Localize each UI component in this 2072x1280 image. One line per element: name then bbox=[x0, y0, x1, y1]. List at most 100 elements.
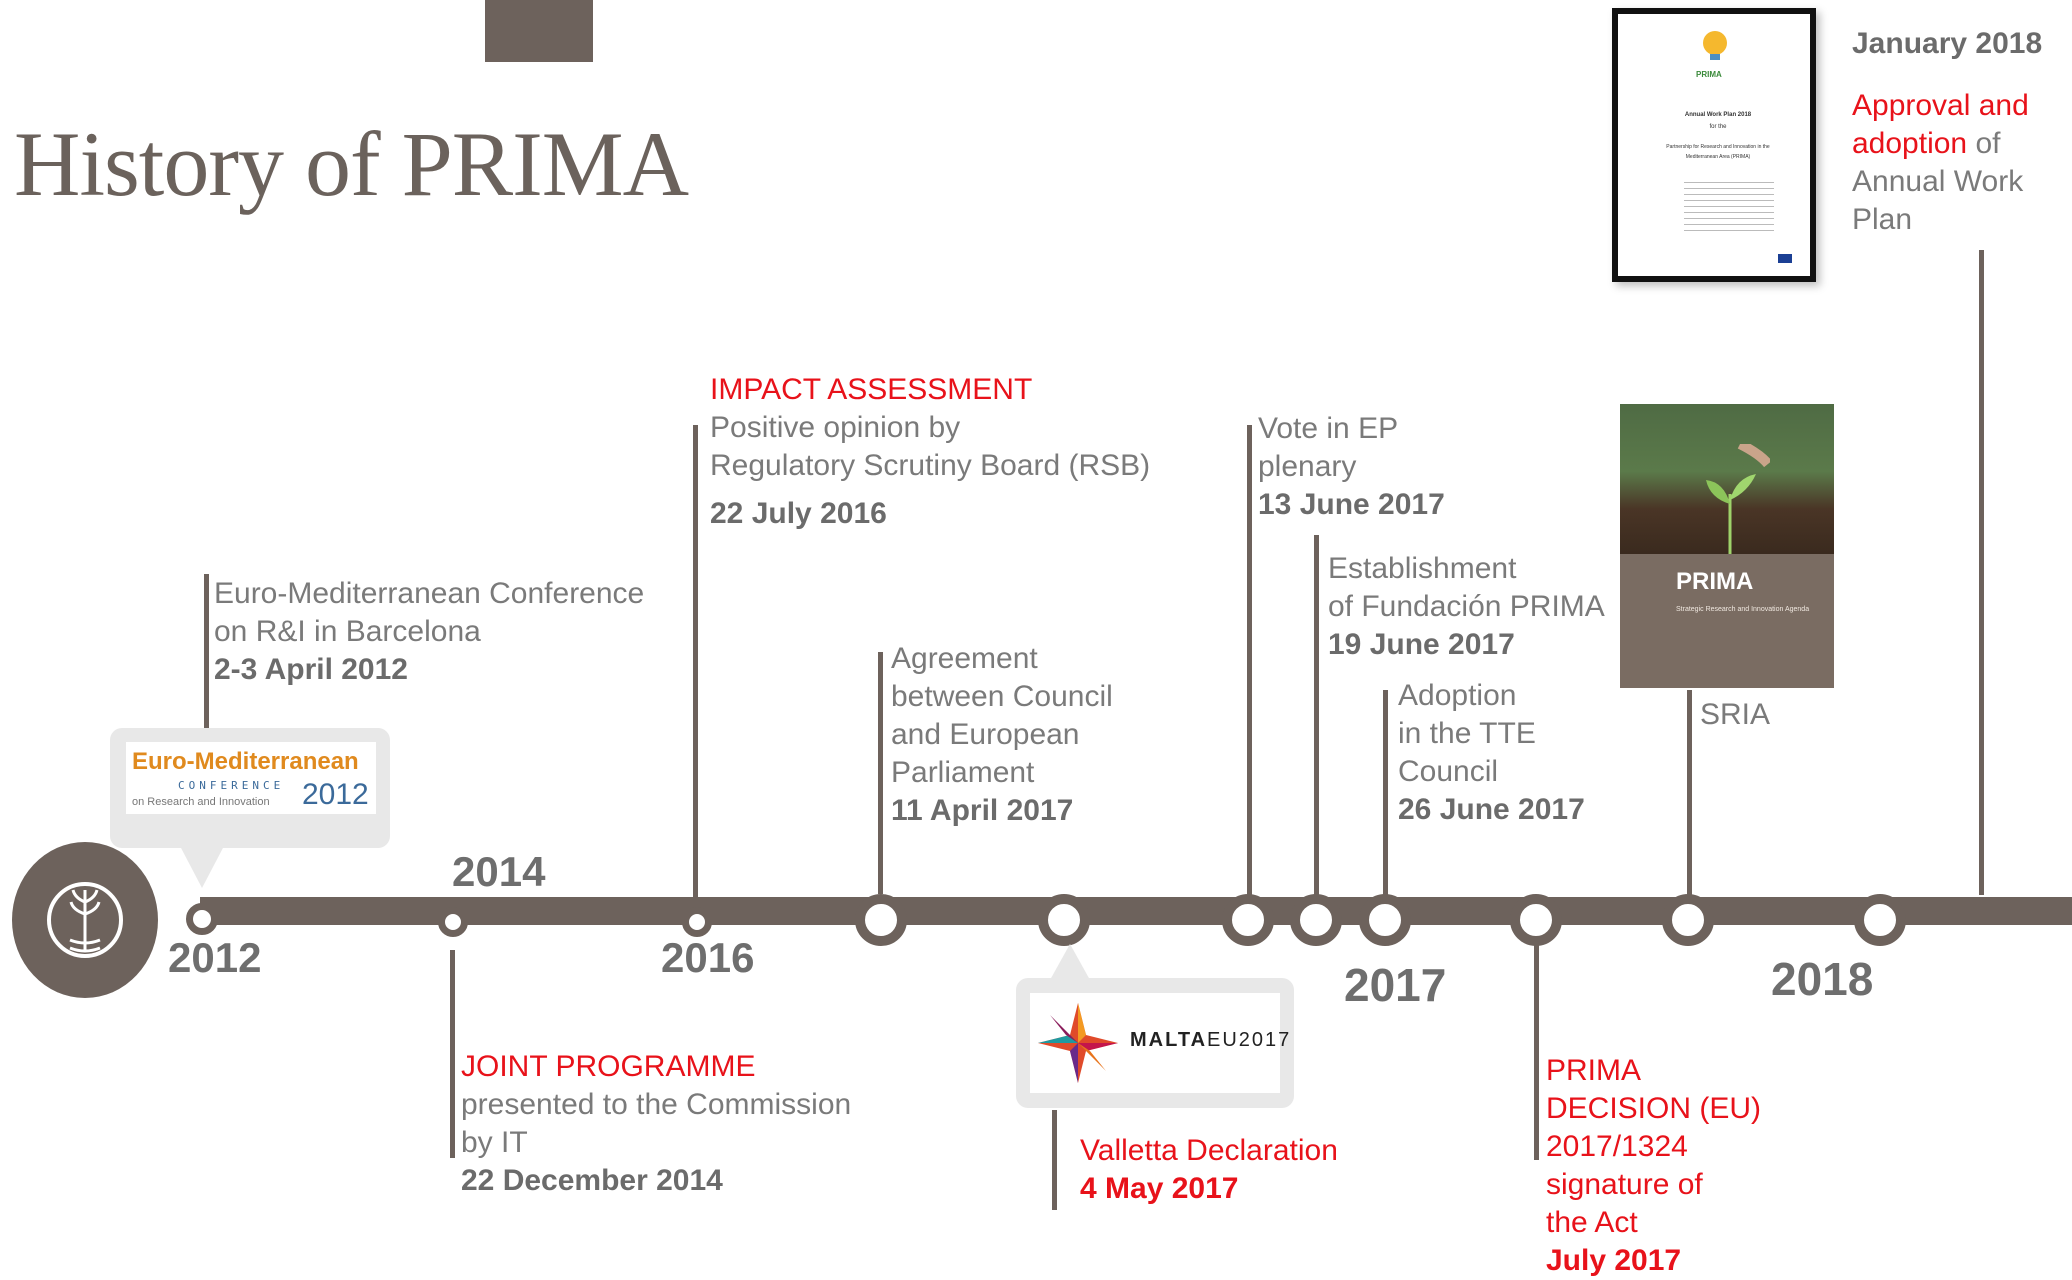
sria-cover-name: PRIMA bbox=[1676, 568, 1754, 595]
timeline-node-2014 bbox=[438, 907, 468, 937]
sria-cover-image: PRIMA Strategic Research and Innovation … bbox=[1620, 404, 1834, 688]
event-impact-line1: Positive opinion by bbox=[710, 411, 961, 444]
year-label-2012: 2012 bbox=[168, 934, 262, 981]
event-agreement-line4: Parliament bbox=[891, 756, 1035, 789]
sria-cover-photo bbox=[1620, 404, 1834, 554]
event-agreement: Agreement between Council and European P… bbox=[891, 640, 1113, 830]
event-workplan-line2: adoption of bbox=[1852, 125, 2042, 163]
event-establishment-date: 19 June 2017 bbox=[1328, 628, 1515, 661]
event-adoption-line3: Council bbox=[1398, 755, 1499, 788]
event-workplan-date: January 2018 bbox=[1852, 27, 2043, 60]
event-establishment-line1: Establishment bbox=[1328, 552, 1517, 585]
conference-logo-year: 2012 bbox=[302, 778, 369, 811]
event-agreement-line1: Agreement bbox=[891, 642, 1038, 675]
event-adoption-line1: Adoption bbox=[1398, 679, 1517, 712]
timeline-node-agreement bbox=[855, 894, 907, 946]
event-joint-line2: by IT bbox=[461, 1126, 528, 1159]
timeline-node-establishment bbox=[1290, 894, 1342, 946]
malta-logo: MALTAEU2017 bbox=[1030, 993, 1289, 1093]
event-impact-heading: IMPACT ASSESSMENT bbox=[710, 373, 1033, 406]
event-decision-line1: PRIMA bbox=[1546, 1054, 1642, 1087]
event-agreement-line3: and European bbox=[891, 718, 1080, 751]
timeline-node-2016 bbox=[682, 907, 712, 937]
event-decision-line5: the Act bbox=[1546, 1206, 1638, 1239]
conference-logo: Euro-Mediterranean CONFERENCE on Researc… bbox=[126, 742, 376, 814]
doc-cover-l4: Mediterranean Area (PRIMA) bbox=[1685, 154, 1751, 160]
event-joint-line1: presented to the Commission bbox=[461, 1088, 852, 1121]
connector-vote bbox=[1247, 425, 1252, 895]
timeline-node-adoption bbox=[1359, 894, 1411, 946]
malta-logo-text: MALTAEU2017 bbox=[1130, 1029, 1291, 1052]
event-decision-line2: DECISION (EU) bbox=[1546, 1092, 1762, 1125]
event-establishment-line2: of Fundación PRIMA bbox=[1328, 590, 1605, 623]
event-barcelona-line2: on R&I in Barcelona bbox=[214, 615, 481, 648]
event-valletta-date: 4 May 2017 bbox=[1080, 1172, 1239, 1205]
malta-logo-rest: EU2017 bbox=[1207, 1029, 1292, 1051]
conference-logo-line1: Euro-Mediterranean bbox=[132, 748, 359, 775]
connector-barcelona bbox=[204, 574, 209, 729]
connector-valletta bbox=[1052, 1110, 1057, 1210]
connector-workplan bbox=[1979, 250, 1984, 895]
doc-cover-l2: for the bbox=[1709, 124, 1727, 130]
sria-cover-sub: Strategic Research and Innovation Agenda bbox=[1676, 606, 1810, 613]
malta-callout-pointer bbox=[1050, 944, 1090, 980]
doc-cover-l3: Partnership for Research and Innovation … bbox=[1666, 144, 1770, 150]
event-joint-heading: JOINT PROGRAMME bbox=[461, 1050, 756, 1083]
timeline-bar bbox=[200, 897, 2072, 925]
timeline-node-2018 bbox=[1854, 894, 1906, 946]
event-valletta-heading: Valletta Declaration bbox=[1080, 1134, 1338, 1167]
event-impact-assessment: IMPACT ASSESSMENT Positive opinion by Re… bbox=[710, 371, 1150, 533]
connector-agreement bbox=[878, 652, 883, 894]
event-vote-line2: plenary bbox=[1258, 450, 1357, 483]
event-workplan-red2: adoption bbox=[1852, 127, 1968, 160]
timeline-node-sria bbox=[1662, 894, 1714, 946]
prima-logo-icon bbox=[12, 842, 158, 998]
prima-bulb-icon bbox=[1703, 31, 1727, 60]
timeline-node-2012 bbox=[186, 903, 218, 935]
event-sria-label: SRIA bbox=[1700, 698, 1771, 731]
doc-cover-flag-icon bbox=[1778, 254, 1792, 263]
page-title: History of PRIMA bbox=[14, 113, 689, 215]
event-impact-date: 22 July 2016 bbox=[710, 497, 887, 530]
doc-cover-body-lines bbox=[1684, 182, 1774, 232]
event-barcelona-date: 2-3 April 2012 bbox=[214, 653, 408, 686]
event-workplan-line4: Plan bbox=[1852, 203, 1913, 236]
year-label-2017: 2017 bbox=[1344, 959, 1447, 1011]
event-workplan-line3: Annual Work bbox=[1852, 165, 2024, 198]
event-establishment: Establishment of Fundación PRIMA 19 June… bbox=[1328, 550, 1605, 664]
doc-cover-name: PRIMA bbox=[1696, 70, 1722, 79]
event-adoption: Adoption in the TTE Council 26 June 2017 bbox=[1398, 677, 1585, 829]
event-vote-line1: Vote in EP bbox=[1258, 412, 1399, 445]
header-accent-block bbox=[485, 0, 593, 62]
year-label-2016: 2016 bbox=[661, 934, 755, 981]
event-vote-date: 13 June 2017 bbox=[1258, 488, 1445, 521]
callout-pointer bbox=[180, 846, 224, 888]
connector-impact bbox=[693, 425, 698, 900]
connector-establishment bbox=[1314, 535, 1319, 895]
event-workplan-rest2: of bbox=[1967, 127, 2001, 160]
event-joint-programme: JOINT PROGRAMME presented to the Commiss… bbox=[461, 1048, 851, 1200]
connector-decision bbox=[1534, 945, 1539, 1160]
connector-sria bbox=[1687, 690, 1692, 895]
conference-logo-line3: on Research and Innovation bbox=[132, 796, 270, 808]
connector-adoption bbox=[1383, 690, 1388, 895]
annual-work-plan-document: PRIMA Annual Work Plan 2018 for the Part… bbox=[1612, 8, 1816, 282]
malta-logo-bold: MALTA bbox=[1130, 1029, 1208, 1051]
event-adoption-date: 26 June 2017 bbox=[1398, 793, 1585, 826]
event-decision-line4: signature of bbox=[1546, 1168, 1703, 1201]
event-agreement-line2: between Council bbox=[891, 680, 1113, 713]
event-barcelona-line1: Euro-Mediterranean Conference bbox=[214, 577, 645, 610]
event-valletta: Valletta Declaration 4 May 2017 bbox=[1080, 1132, 1338, 1208]
event-agreement-date: 11 April 2017 bbox=[891, 794, 1074, 827]
event-decision: PRIMA DECISION (EU) 2017/1324 signature … bbox=[1546, 1052, 1761, 1280]
event-barcelona: Euro-Mediterranean Conference on R&I in … bbox=[214, 575, 644, 689]
malta-star-icon bbox=[1038, 1003, 1118, 1083]
timeline-node-decision bbox=[1510, 894, 1562, 946]
conference-logo-line2: CONFERENCE bbox=[178, 779, 285, 792]
event-decision-line3: 2017/1324 bbox=[1546, 1130, 1688, 1163]
event-impact-line2: Regulatory Scrutiny Board (RSB) bbox=[710, 449, 1151, 482]
event-joint-date: 22 December 2014 bbox=[461, 1164, 723, 1197]
event-workplan: January 2018 Approval and adoption of An… bbox=[1852, 25, 2042, 239]
timeline-node-valletta bbox=[1038, 894, 1090, 946]
event-adoption-line2: in the TTE bbox=[1398, 717, 1536, 750]
